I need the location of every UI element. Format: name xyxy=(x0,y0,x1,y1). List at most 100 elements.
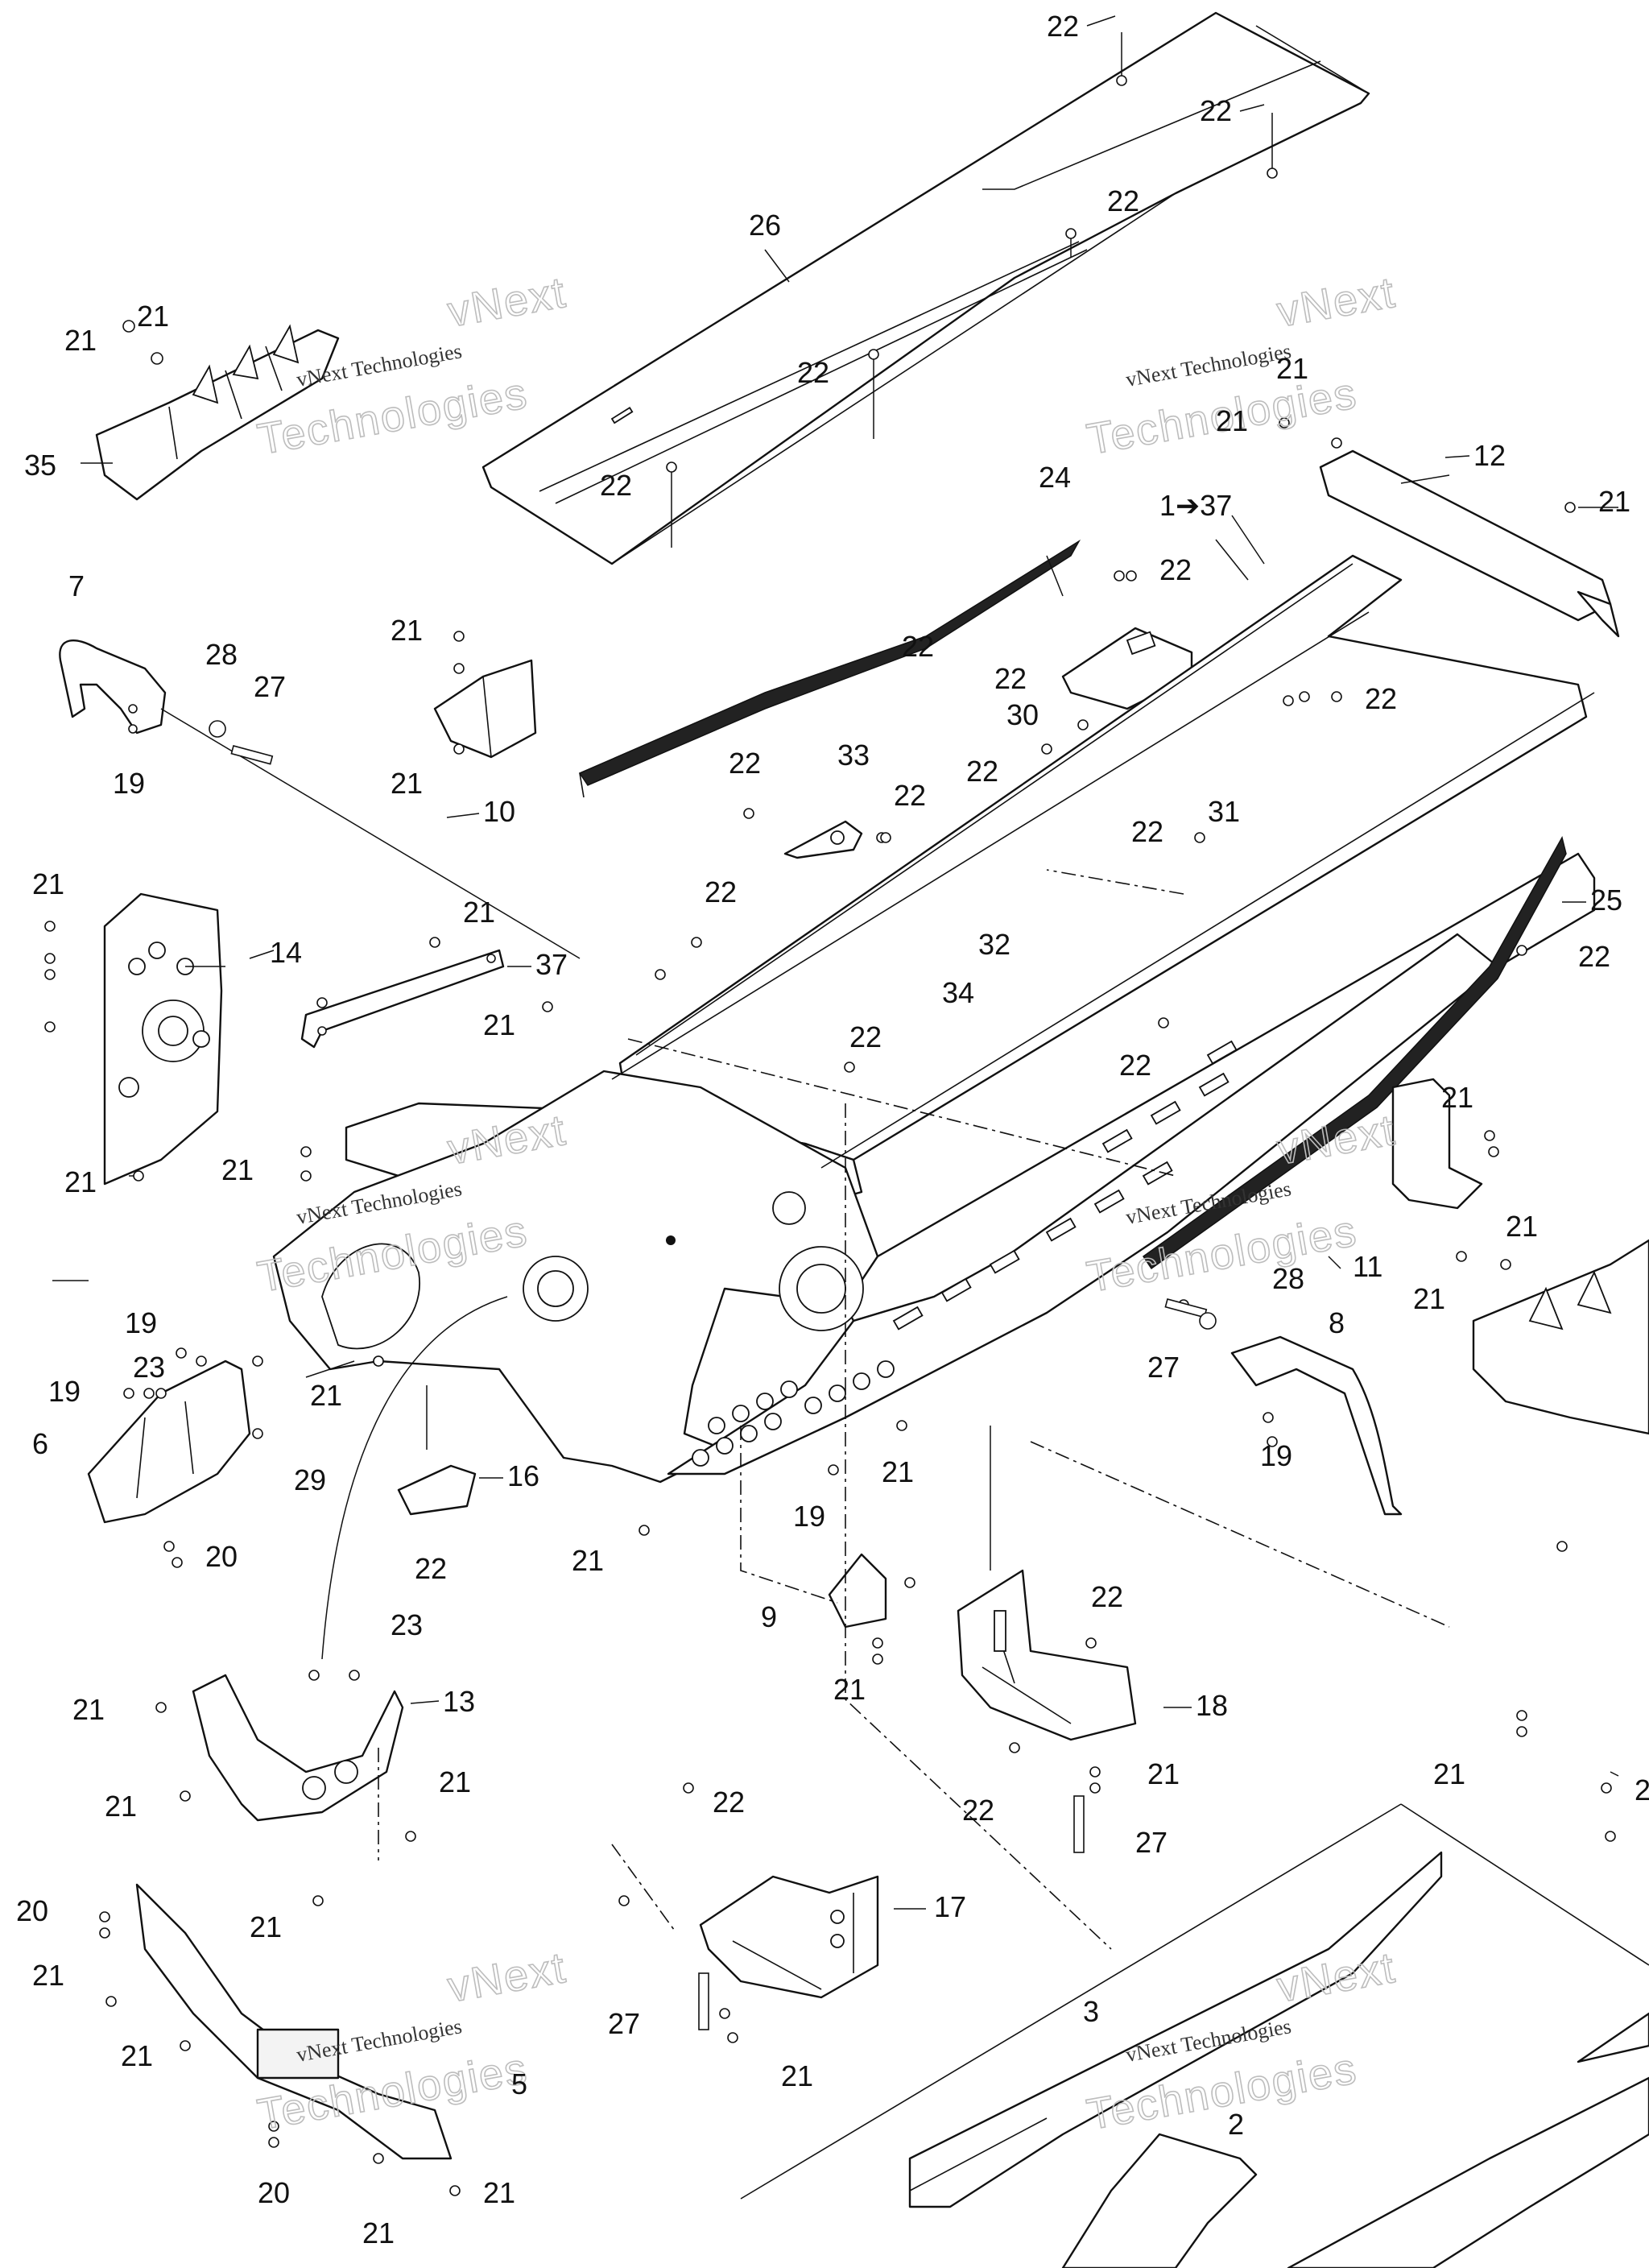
callout-21: 21 xyxy=(250,1910,282,1943)
callout-21: 21 xyxy=(64,1165,97,1198)
callout-19: 19 xyxy=(125,1306,157,1339)
callout-23: 23 xyxy=(133,1351,165,1384)
callout-21: 21 xyxy=(1147,1757,1180,1790)
callout-22: 22 xyxy=(1107,184,1139,217)
part-13-bracket xyxy=(192,1674,404,1822)
callout-21: 21 xyxy=(72,1693,105,1726)
part-16-plate xyxy=(397,1464,477,1516)
part-14-side-plate xyxy=(103,892,223,1186)
callout-21: 21 xyxy=(32,867,64,900)
fasteners xyxy=(44,75,1616,2196)
part-37-strip xyxy=(300,949,505,1049)
callout-19: 19 xyxy=(113,767,145,800)
callout-12: 12 xyxy=(1473,439,1506,472)
callout-27: 27 xyxy=(1147,1351,1180,1384)
callout-27: 27 xyxy=(608,2007,640,2040)
callout-11: 11 xyxy=(1353,1250,1382,1283)
callout-ticks xyxy=(52,15,1619,1910)
callout-22: 22 xyxy=(1159,553,1192,586)
callout-24: 24 xyxy=(1039,461,1071,494)
part-2-tunnel-lower xyxy=(1061,2012,1649,2268)
callout-16: 16 xyxy=(507,1459,539,1492)
callout-19: 19 xyxy=(48,1375,81,1408)
part-18-bracket xyxy=(957,1569,1137,1741)
watermark-big-2: vNext xyxy=(1274,1943,1399,2012)
callout-14: 14 xyxy=(270,936,302,969)
callout-21: 21 xyxy=(391,767,423,800)
callout-27: 27 xyxy=(1135,1826,1168,1859)
leader-lines xyxy=(81,32,1649,2200)
part-8-handle xyxy=(1230,1335,1403,1516)
part-right-brace xyxy=(1472,1239,1649,1435)
callout-21: 21 xyxy=(572,1544,604,1577)
callout-21: 21 xyxy=(32,1959,64,1992)
callout-19: 19 xyxy=(1260,1439,1292,1472)
callout-37: 37 xyxy=(535,948,568,981)
callout-21: 21 xyxy=(833,1673,866,1706)
callout-8: 8 xyxy=(1329,1306,1345,1339)
part-35-brace xyxy=(95,324,340,501)
callout-21: 21 xyxy=(137,300,169,333)
callout-2-edge: 2 xyxy=(1635,1773,1649,1807)
watermark-big-2: vNext xyxy=(1274,268,1399,337)
part-9-bracket xyxy=(828,1553,887,1629)
callout-32: 32 xyxy=(978,928,1010,961)
callout-34: 34 xyxy=(942,976,974,1009)
callout-21: 21 xyxy=(463,896,495,929)
part-6-bracket xyxy=(87,1360,251,1524)
callout-22: 22 xyxy=(1131,815,1163,848)
callout-21: 21 xyxy=(439,1765,471,1798)
callout-7: 7 xyxy=(68,569,85,602)
part-25-rail xyxy=(1142,835,1567,1270)
part-5-bracket xyxy=(135,1883,453,2160)
callout-22: 22 xyxy=(1365,682,1397,715)
part-26-tunnel-plate xyxy=(481,11,1370,565)
callout-22: 22 xyxy=(797,356,829,389)
callout-9: 9 xyxy=(761,1600,777,1633)
part-33-bracket xyxy=(783,820,863,859)
callout-21: 21 xyxy=(221,1153,254,1186)
part-12-rear-plate xyxy=(1319,449,1620,638)
callout-21: 21 xyxy=(781,2059,813,2092)
callout-13: 13 xyxy=(443,1685,475,1718)
callout-20: 20 xyxy=(16,1894,48,1927)
callout-22: 22 xyxy=(705,875,737,908)
callout-21: 21 xyxy=(310,1379,342,1412)
callout-2: 2 xyxy=(1228,2108,1244,2141)
part-17-bracket xyxy=(699,1875,879,1999)
callout-21: 21 xyxy=(483,2176,515,2209)
callout-22: 22 xyxy=(902,630,934,663)
callout-22: 22 xyxy=(994,662,1027,695)
callout-18: 18 xyxy=(1196,1689,1228,1722)
callout-21: 21 xyxy=(882,1455,914,1488)
callout-35: 35 xyxy=(24,449,56,482)
callout-22: 22 xyxy=(713,1786,745,1819)
callout-1-to-37: 1➔37 xyxy=(1159,489,1232,522)
callout-28: 28 xyxy=(205,638,238,671)
callout-10: 10 xyxy=(483,795,515,828)
callout-3: 3 xyxy=(1083,1995,1099,2028)
callout-26: 26 xyxy=(749,209,781,242)
callout-22: 22 xyxy=(415,1552,447,1585)
callout-31: 31 xyxy=(1208,795,1240,828)
callout-33: 33 xyxy=(837,739,870,772)
callout-22: 22 xyxy=(962,1794,994,1827)
callout-22: 22 xyxy=(849,1020,882,1053)
callout-21: 21 xyxy=(483,1008,515,1041)
callout-21: 21 xyxy=(1276,352,1308,385)
callout-21: 21 xyxy=(1506,1210,1538,1243)
callout-29: 29 xyxy=(294,1463,326,1496)
part-11-bracket xyxy=(1391,1078,1483,1210)
callout-23: 23 xyxy=(391,1608,423,1641)
callout-22: 22 xyxy=(600,469,632,502)
part-7-handle xyxy=(59,639,167,735)
callout-28: 28 xyxy=(1272,1262,1304,1295)
callout-21: 21 xyxy=(1413,1282,1445,1315)
callout-22: 22 xyxy=(1200,94,1232,127)
part-24-rail xyxy=(578,539,1081,798)
watermark-big-2: vNext xyxy=(444,268,570,337)
callout-21: 21 xyxy=(121,2039,153,2072)
callout-25: 25 xyxy=(1590,884,1622,917)
callout-20: 20 xyxy=(258,2176,290,2209)
